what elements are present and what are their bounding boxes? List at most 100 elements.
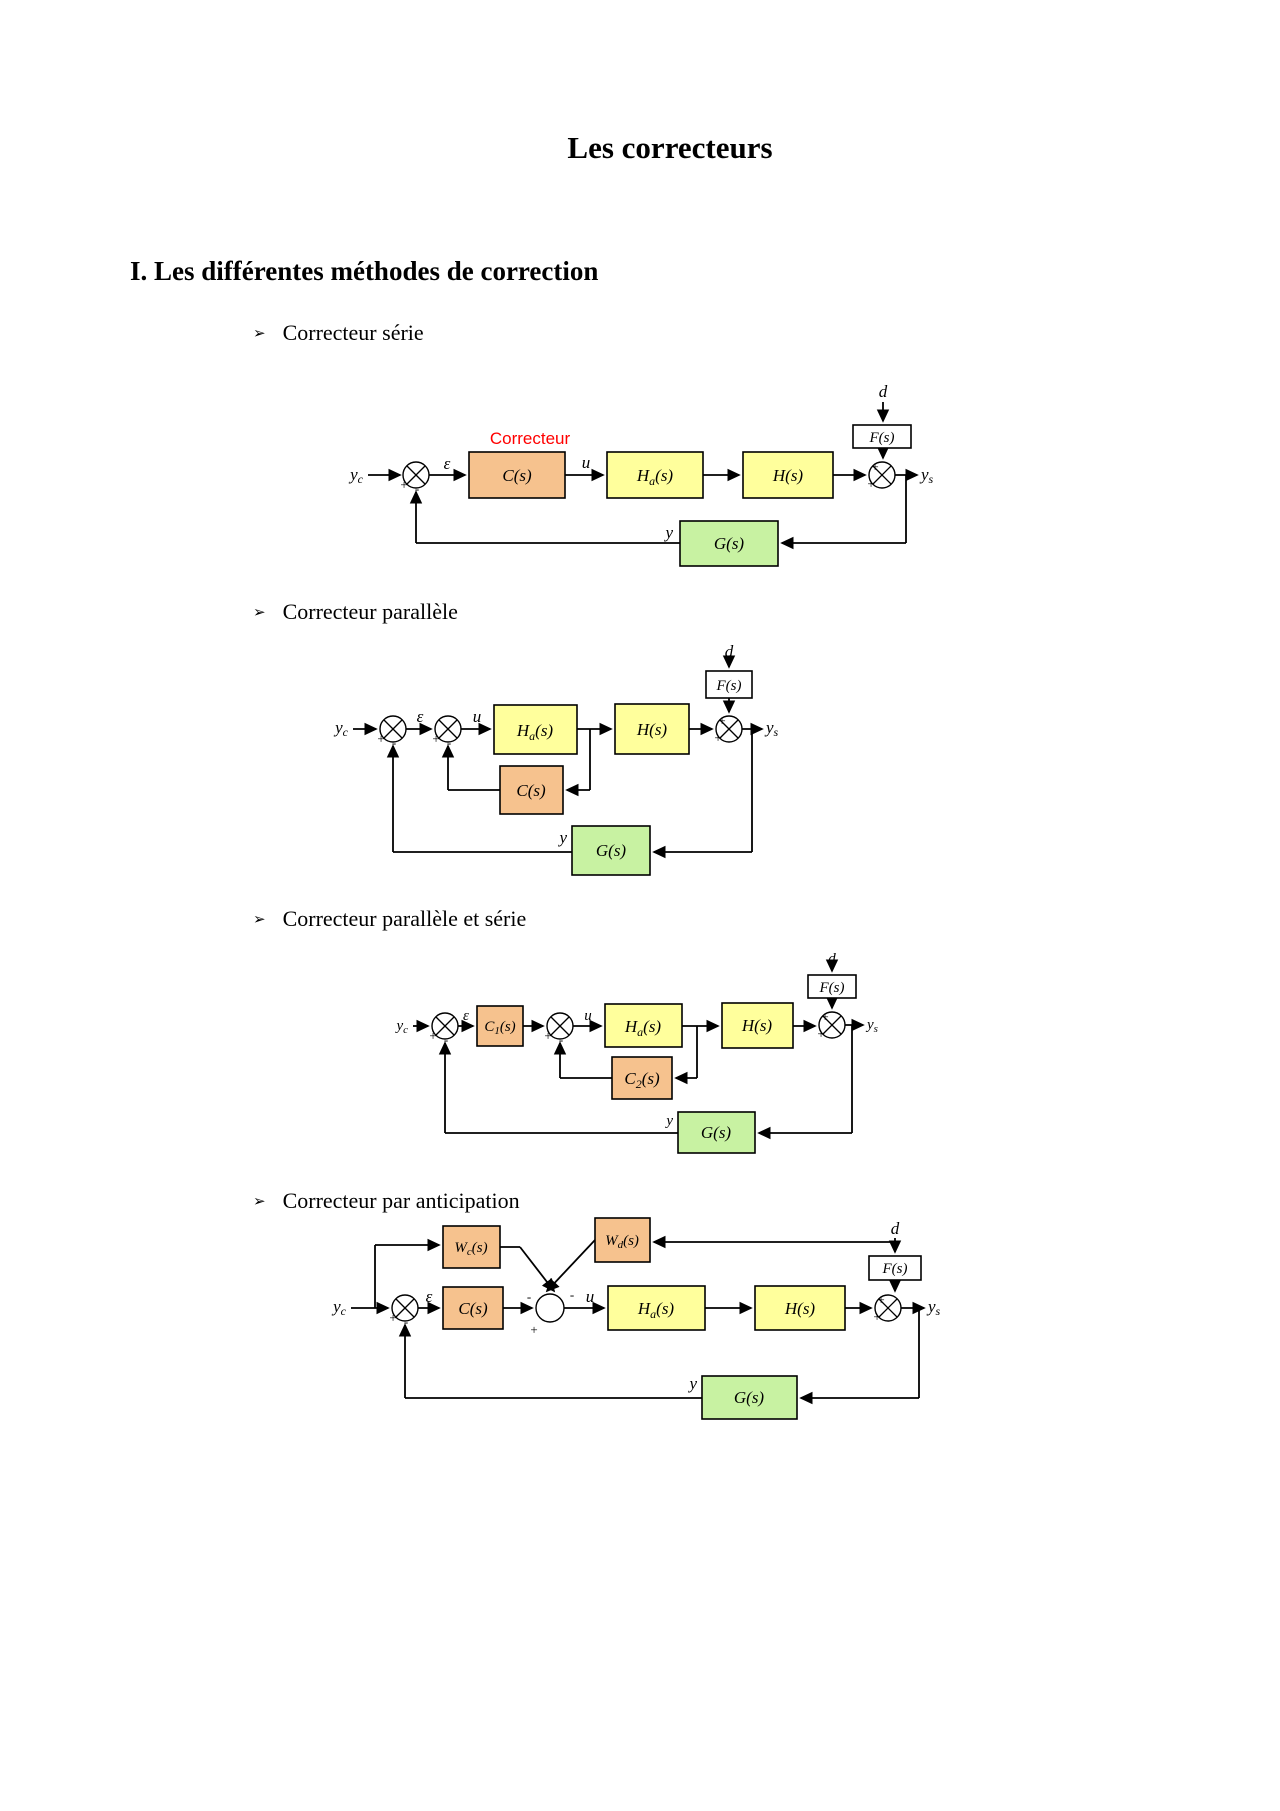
- signal-yc: yc: [331, 1297, 347, 1318]
- bullet-serie: ➢ Correcteur série: [253, 320, 424, 346]
- block-Ha: Ha(s): [493, 704, 578, 755]
- svg-text:-: -: [404, 1314, 408, 1329]
- svg-text:C(s): C(s): [458, 1299, 488, 1318]
- bullet-arrow-icon: ➢: [253, 1191, 266, 1210]
- svg-text:Wd(s): Wd(s): [605, 1233, 639, 1251]
- block-corrector-C: C(s): [468, 451, 566, 499]
- svg-text:+: +: [432, 731, 439, 746]
- signal-y: y: [557, 828, 567, 847]
- svg-text:Ha(s): Ha(s): [636, 466, 674, 488]
- svg-text:F(s): F(s): [819, 980, 845, 996]
- signal-epsilon: ε: [417, 707, 424, 726]
- signal-u: u: [586, 1287, 595, 1306]
- block-G: G(s): [701, 1375, 798, 1420]
- block-F: F(s): [807, 974, 857, 999]
- sum-junction-error-2: + -: [544, 1012, 574, 1047]
- bullet-arrow-icon: ➢: [253, 909, 266, 928]
- block-corrector-C: C(s): [442, 1286, 504, 1330]
- signal-epsilon: ε: [463, 1008, 469, 1024]
- bullet-anticipation: ➢ Correcteur par anticipation: [253, 1188, 520, 1214]
- svg-text:H(s): H(s): [741, 1016, 773, 1035]
- svg-text:F(s): F(s): [882, 1261, 908, 1277]
- block-H: H(s): [742, 451, 834, 499]
- block-corrector-C2: C2(s): [611, 1056, 673, 1100]
- svg-text:H(s): H(s): [636, 720, 668, 739]
- signal-yc: yc: [333, 718, 349, 739]
- bullet-arrow-icon: ➢: [253, 323, 266, 342]
- signal-d: d: [891, 1219, 900, 1238]
- svg-text:-: -: [559, 1032, 563, 1047]
- sum-junction-error-1: + -: [377, 715, 407, 750]
- svg-text:F(s): F(s): [716, 678, 742, 694]
- svg-text:-: -: [415, 481, 419, 496]
- sum-junction-output: + +: [817, 1009, 846, 1041]
- svg-text:Ha(s): Ha(s): [637, 1299, 675, 1321]
- svg-text:G(s): G(s): [714, 534, 745, 553]
- bullet-label: Correcteur par anticipation: [282, 1188, 520, 1213]
- block-F: F(s): [705, 670, 753, 699]
- svg-text:+: +: [544, 1028, 551, 1043]
- block-Ha: Ha(s): [607, 1285, 706, 1331]
- signal-y: y: [664, 1113, 673, 1129]
- signal-d: d: [828, 951, 836, 967]
- sum-junction-error-2: + -: [432, 715, 462, 750]
- svg-text:-: -: [392, 735, 396, 750]
- sum-junction-output: + +: [873, 1292, 902, 1324]
- svg-text:+: +: [530, 1322, 537, 1337]
- signal-y: y: [663, 523, 673, 542]
- svg-text:+: +: [821, 1009, 828, 1024]
- svg-text:+: +: [377, 731, 384, 746]
- diagram-correcteur-anticipation: + - - - + + + Wc(s) Wd(s) C(s): [331, 1217, 941, 1420]
- signal-u: u: [582, 453, 591, 472]
- svg-text:+: +: [867, 476, 874, 491]
- section-heading: I. Les différentes méthodes de correctio…: [130, 256, 599, 286]
- svg-text:C(s): C(s): [516, 781, 546, 800]
- svg-text:+: +: [817, 1026, 824, 1041]
- svg-text:Ha(s): Ha(s): [516, 721, 554, 743]
- svg-text:Wc(s): Wc(s): [454, 1240, 487, 1258]
- svg-text:-: -: [444, 1032, 448, 1047]
- block-G: G(s): [679, 520, 779, 567]
- block-Wd: Wd(s): [594, 1217, 651, 1263]
- block-G: G(s): [571, 825, 651, 876]
- signal-ys: ys: [764, 718, 779, 739]
- sum-junction-error: + -: [400, 461, 430, 496]
- svg-text:+: +: [877, 1292, 884, 1307]
- signal-y: y: [687, 1374, 697, 1393]
- svg-text:+: +: [714, 730, 721, 745]
- svg-text:-: -: [527, 1289, 531, 1304]
- signal-epsilon: ε: [444, 454, 451, 473]
- signal-yc: yc: [394, 1018, 408, 1036]
- bullet-parallele-serie: ➢ Correcteur parallèle et série: [253, 906, 526, 932]
- bullet-label: Correcteur parallèle: [282, 599, 458, 624]
- diagram-correcteur-parallele: + - + - + + Ha(s) H(s) F(s): [333, 642, 779, 876]
- block-Wc: Wc(s): [442, 1225, 501, 1269]
- bullet-label: Correcteur série: [282, 320, 424, 345]
- svg-text:C2(s): C2(s): [624, 1069, 660, 1091]
- sum-junction-anticipation: - - +: [527, 1287, 574, 1337]
- block-G: G(s): [677, 1111, 756, 1154]
- svg-text:H(s): H(s): [772, 466, 804, 485]
- sum-junction-output: + +: [867, 459, 896, 491]
- block-F: F(s): [868, 1255, 922, 1281]
- signal-u: u: [584, 1008, 592, 1024]
- svg-text:-: -: [447, 735, 451, 750]
- signal-paths: [368, 402, 919, 550]
- signal-paths: [413, 959, 865, 1140]
- signal-ys: ys: [926, 1297, 941, 1318]
- block-H: H(s): [754, 1285, 846, 1331]
- svg-text:+: +: [429, 1028, 436, 1043]
- svg-text:-: -: [570, 1287, 574, 1302]
- block-Ha: Ha(s): [606, 451, 704, 499]
- svg-text:F(s): F(s): [869, 430, 895, 446]
- signal-u: u: [473, 707, 482, 726]
- svg-text:+: +: [873, 1309, 880, 1324]
- svg-text:+: +: [871, 459, 878, 474]
- signal-ys: ys: [865, 1017, 878, 1035]
- signal-yc: yc: [348, 465, 364, 486]
- block-F: F(s): [852, 424, 912, 449]
- sum-junction-error-1: + -: [429, 1012, 459, 1047]
- block-corrector-C: C(s): [499, 765, 564, 815]
- svg-text:C(s): C(s): [502, 466, 532, 485]
